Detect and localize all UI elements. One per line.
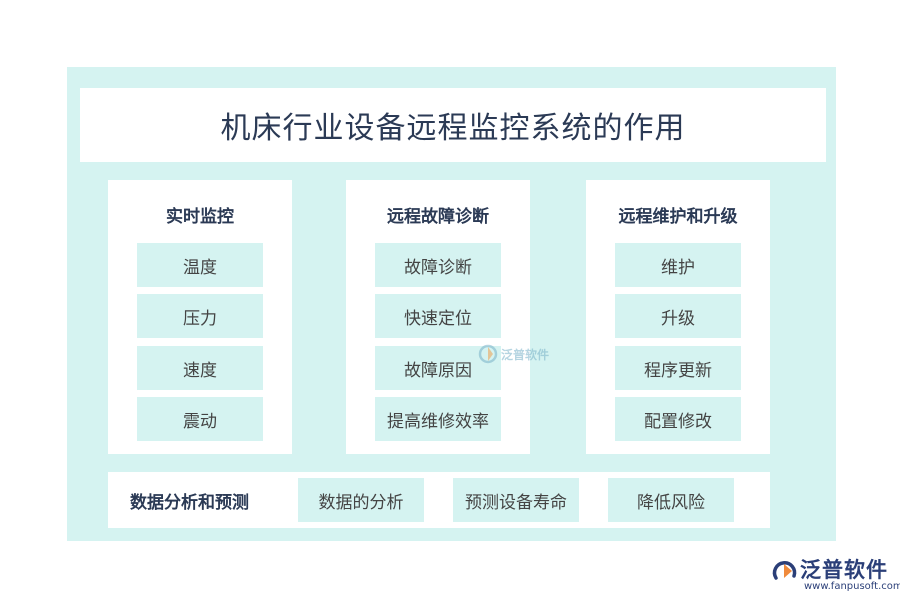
brand-url: www.fanpusoft.com	[804, 581, 900, 592]
column-heading: 远程维护和升级	[618, 207, 738, 227]
column-item: 程序更新	[615, 346, 741, 390]
row-item: 数据的分析	[298, 478, 424, 522]
row-heading: 数据分析和预测	[130, 492, 249, 513]
diagram-title: 机床行业设备远程监控系统的作用	[220, 111, 686, 146]
column-item: 配置修改	[615, 397, 741, 441]
brand-logo: 泛普软件 www.fanpusoft.com	[770, 552, 900, 596]
column-item: 提高维修效率	[375, 397, 501, 441]
column-item: 速度	[137, 346, 263, 390]
column-remote-diagnosis: 远程故障诊断 故障诊断 快速定位 故障原因 提高维修效率	[346, 180, 530, 454]
fanpu-logo-icon	[478, 344, 498, 364]
column-heading: 远程故障诊断	[387, 207, 489, 227]
watermark: 泛普软件	[478, 344, 549, 364]
brand-name: 泛普软件	[800, 558, 888, 582]
watermark-text: 泛普软件	[501, 347, 550, 362]
data-analysis-row: 数据分析和预测 数据的分析 预测设备寿命 降低风险	[108, 472, 770, 528]
column-item: 维护	[615, 243, 741, 287]
column-item: 故障诊断	[375, 243, 501, 287]
row-item: 预测设备寿命	[453, 478, 579, 522]
column-heading: 实时监控	[166, 207, 234, 227]
column-item: 压力	[137, 294, 263, 338]
column-item: 温度	[137, 243, 263, 287]
title-bar: 机床行业设备远程监控系统的作用	[80, 88, 826, 162]
row-item: 降低风险	[608, 478, 734, 522]
column-realtime-monitoring: 实时监控 温度 压力 速度 震动	[108, 180, 292, 454]
column-item: 升级	[615, 294, 741, 338]
column-item: 震动	[137, 397, 263, 441]
column-item: 快速定位	[375, 294, 501, 338]
column-remote-maintenance: 远程维护和升级 维护 升级 程序更新 配置修改	[586, 180, 770, 454]
fanpu-logo-icon	[772, 561, 797, 580]
